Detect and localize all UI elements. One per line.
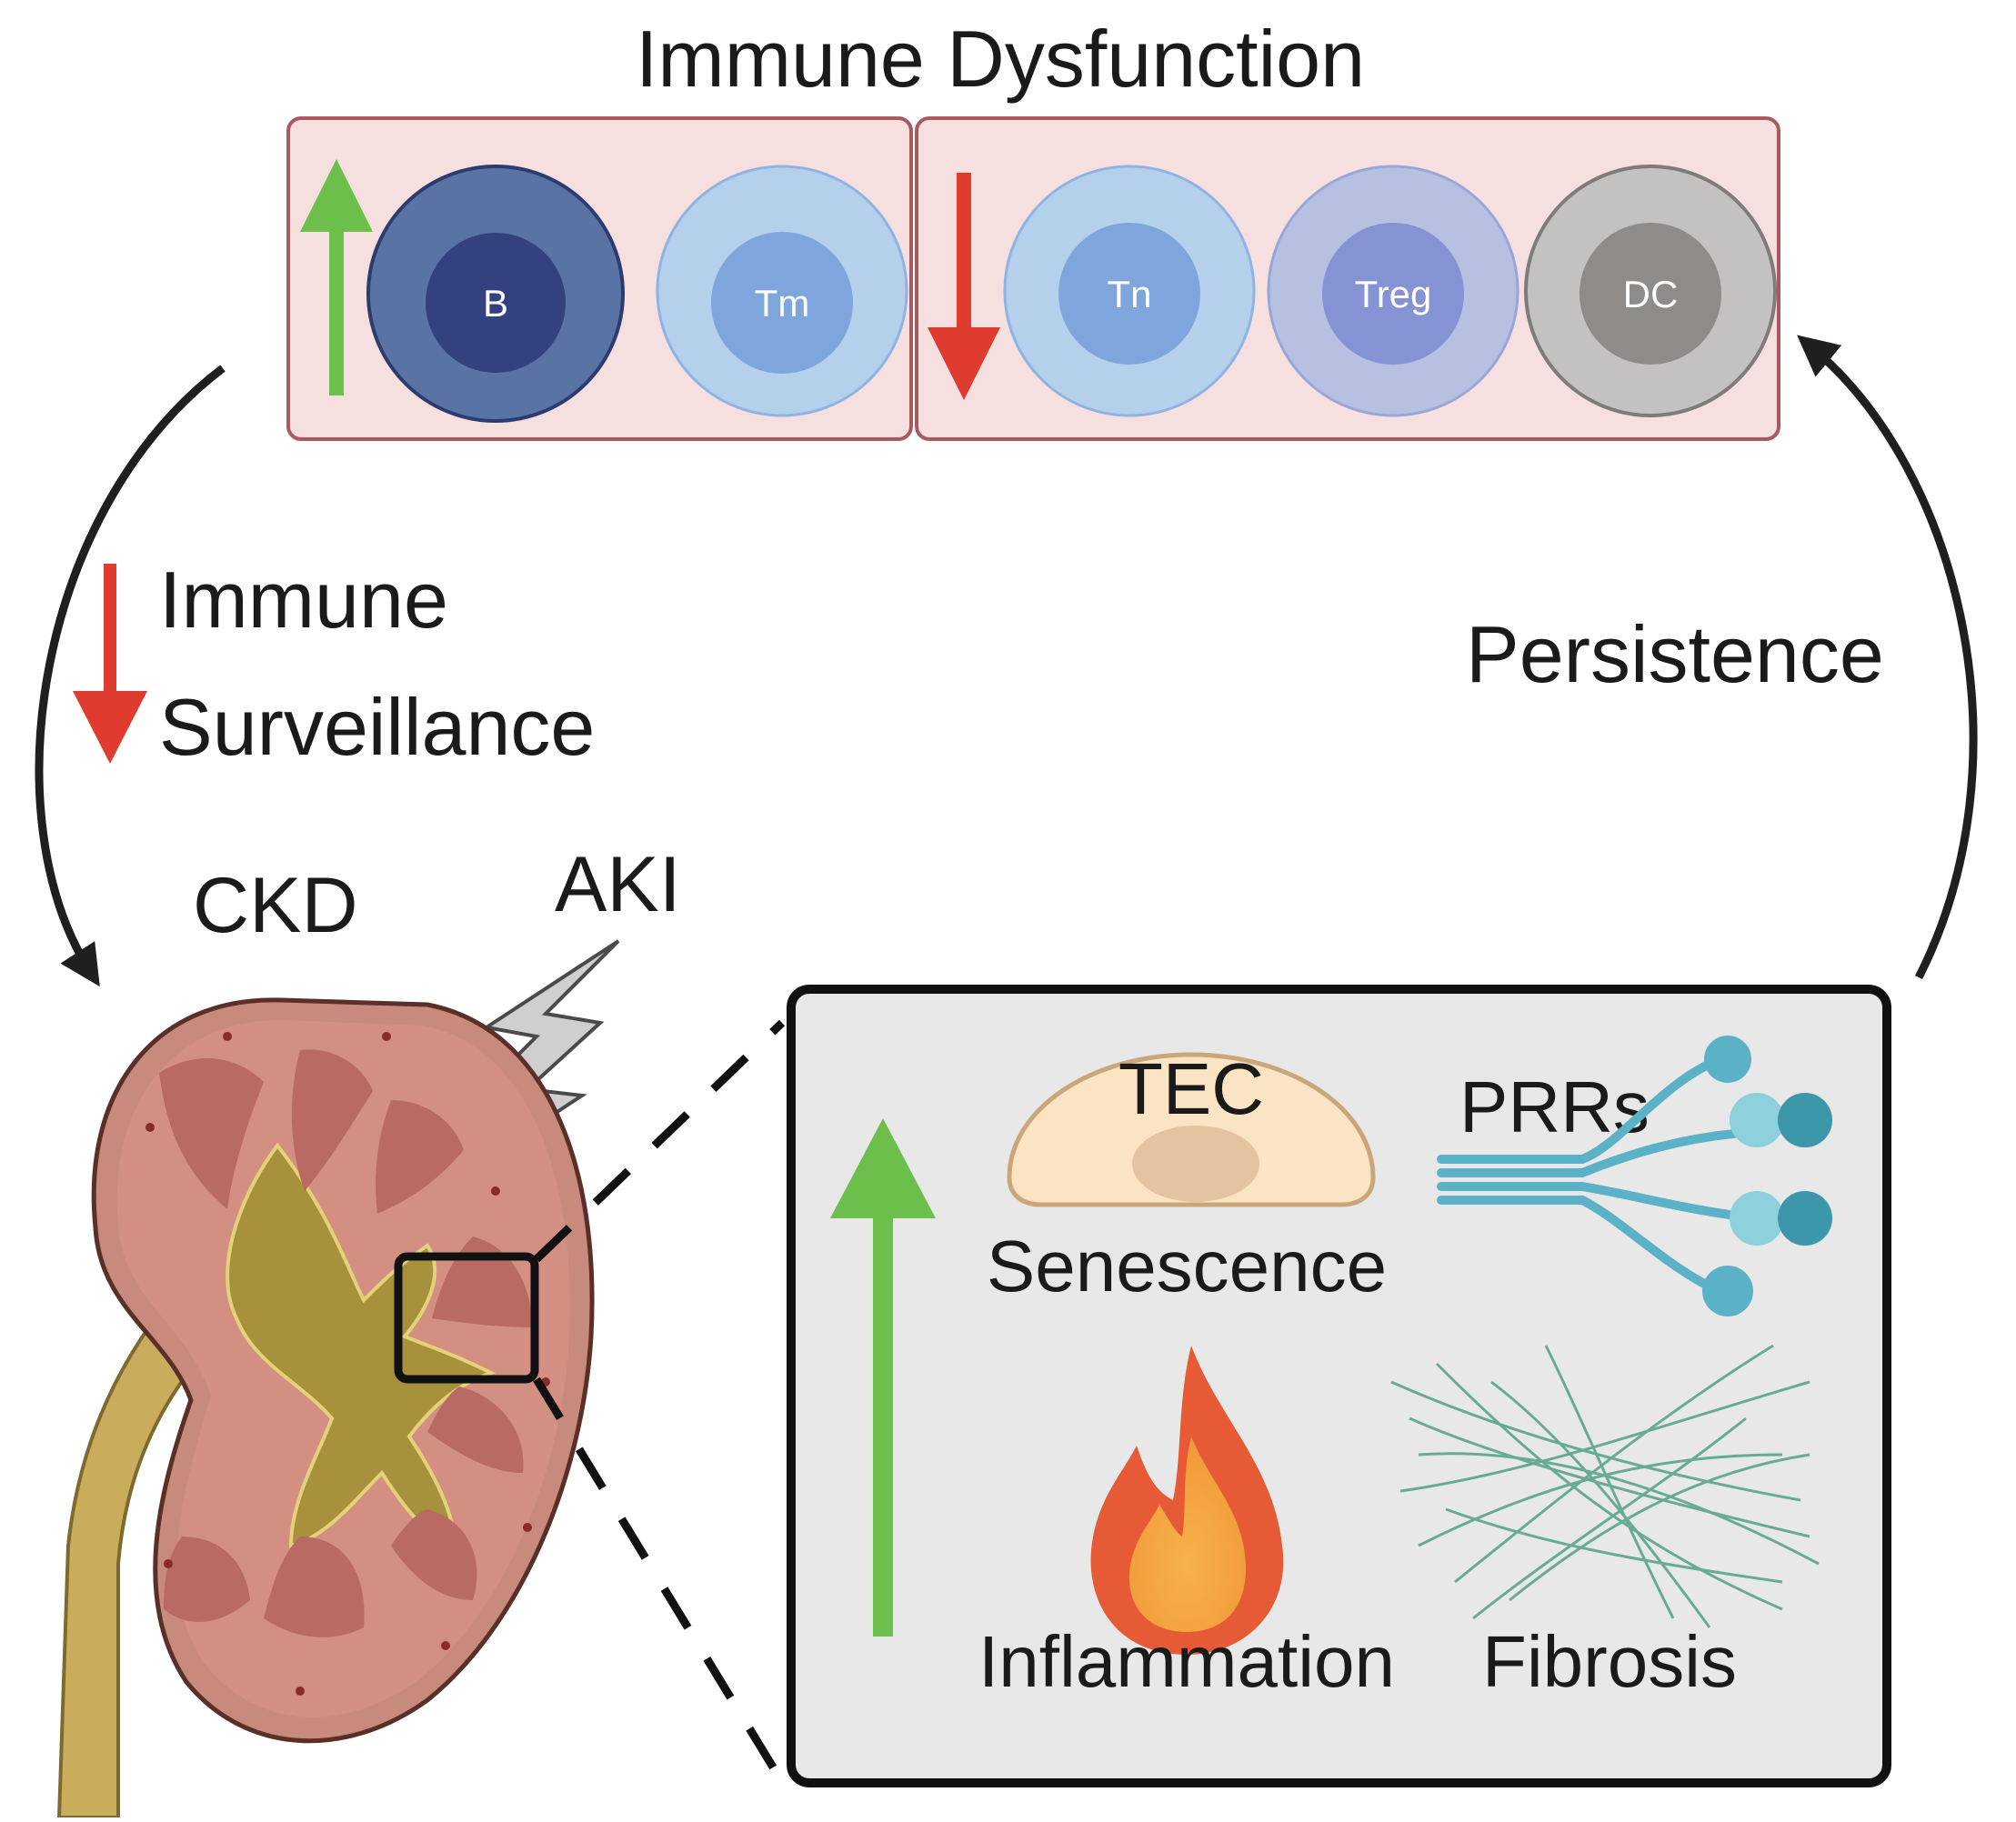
persistence-label: Persistence [1466, 609, 1884, 699]
prr-receptor-icon [1437, 1059, 1760, 1291]
cell-dc-label: DC [1623, 273, 1679, 315]
cell-treg: Treg [1267, 165, 1520, 417]
zoom-line-top [533, 1019, 786, 1263]
cell-b: B [366, 165, 625, 423]
tec-cell-icon [1007, 1052, 1376, 1207]
inflammation-flame-icon [1090, 1346, 1284, 1655]
immune-surveillance-line2: Surveillance [159, 682, 595, 772]
aki-label: AKI [555, 841, 681, 928]
inset-increase-arrow-icon [830, 1118, 936, 1637]
increase-arrow-icon [300, 159, 373, 395]
cell-tn-label: Tn [1107, 273, 1151, 315]
senescence-label: Senescence [987, 1226, 1387, 1306]
ckd-label: CKD [193, 862, 358, 949]
fibrosis-label: Fibrosis [1482, 1621, 1737, 1702]
cell-tm-label: Tm [755, 282, 810, 325]
cell-tn: Tn [1003, 165, 1256, 417]
kidney-zoom-box [394, 1252, 539, 1384]
cell-tm: Tm [656, 165, 908, 417]
surveillance-down-arrow-icon [73, 564, 147, 764]
prr-receptor-heads [1702, 1036, 1832, 1316]
immune-surveillance-line1: Immune [159, 555, 448, 645]
diagram-title: Immune Dysfunction [636, 14, 1365, 104]
cycle-arrow-right [1797, 335, 1978, 980]
cell-treg-label: Treg [1355, 273, 1432, 315]
inflammation-label: Inflammation [978, 1621, 1395, 1702]
kidney-illustration [56, 997, 595, 1819]
cell-b-label: B [483, 282, 508, 325]
fibrosis-fibers-icon [1390, 1344, 1820, 1628]
cycle-arrow-left [35, 365, 226, 987]
tec-label: TEC [1118, 1048, 1264, 1129]
cell-dc: DC [1524, 165, 1777, 417]
decrease-arrow-icon [928, 173, 1000, 400]
